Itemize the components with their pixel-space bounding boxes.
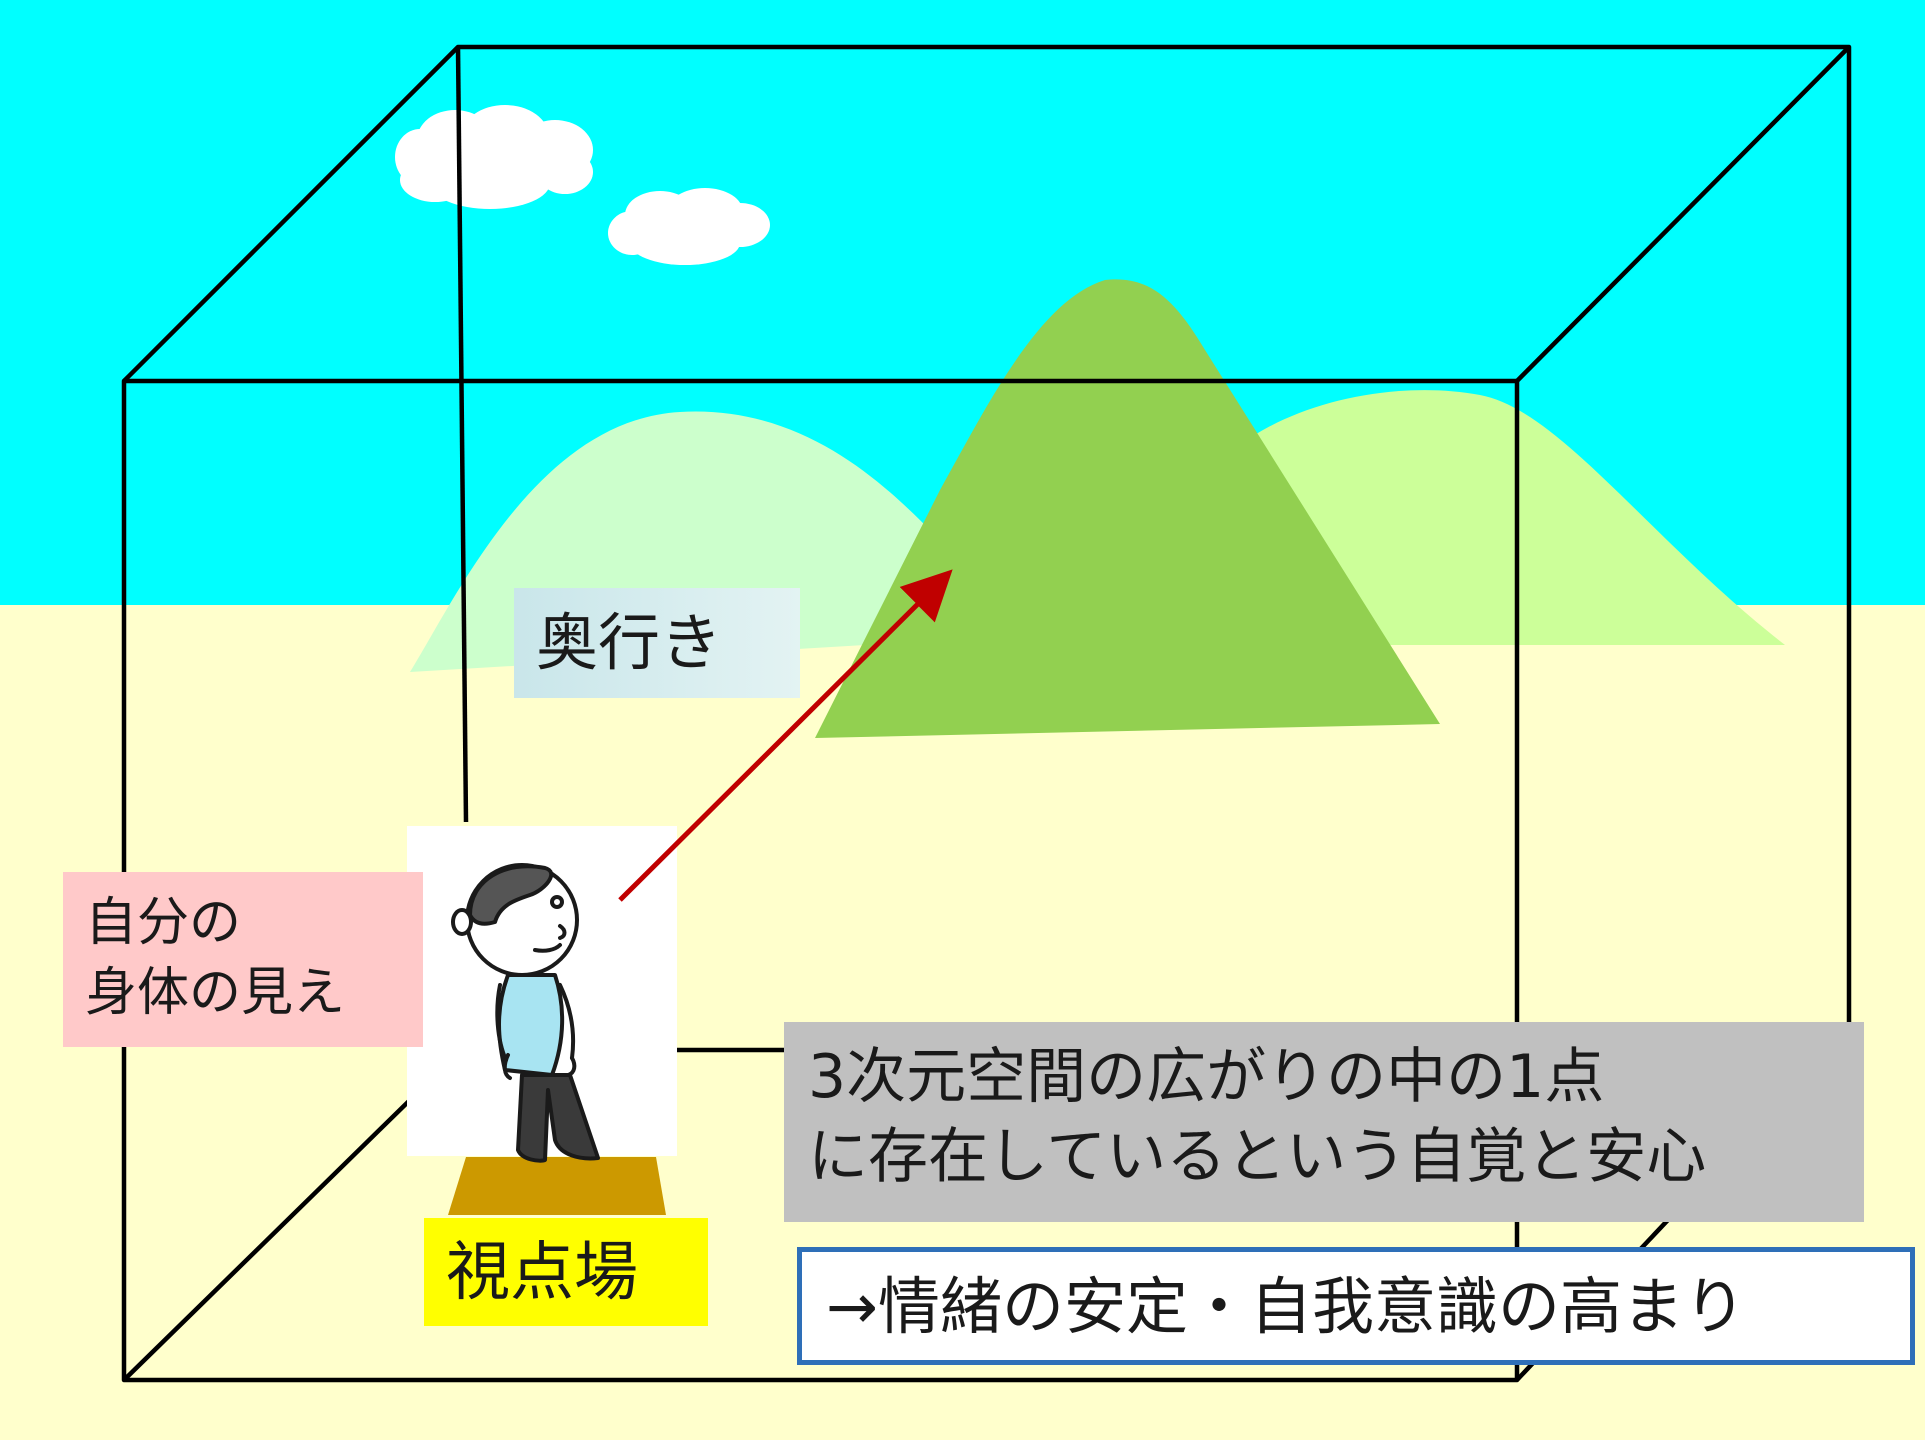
viewpoint-label: 視点場: [424, 1218, 708, 1326]
cloud-icon: [395, 105, 593, 209]
statement-line-2: に存在しているという自覚と安心: [808, 1121, 1707, 1192]
viewpoint-label-text: 視点場: [446, 1236, 638, 1310]
conclusion-box: →情緒の安定・自我意識の高まり: [797, 1247, 1915, 1365]
standing-person-sketch-icon: [451, 863, 600, 1163]
statement-box: 3次元空間の広がりの中の1点 に存在しているという自覚と安心: [784, 1022, 1864, 1222]
statement-line-1: 3次元空間の広がりの中の1点: [808, 1042, 1605, 1112]
depth-arrow: [618, 569, 953, 902]
depth-label-text: 奥行き: [536, 606, 723, 679]
viewpoint-platform: [448, 1157, 666, 1215]
cloud-icon: [608, 188, 770, 265]
body-view-label-line-1: 自分の: [85, 893, 242, 953]
depth-label: 奥行き: [514, 588, 800, 698]
conclusion-text: →情緒の安定・自我意識の高まり: [826, 1270, 1746, 1343]
mountain-front: [815, 279, 1440, 738]
body-view-label-line-2: 身体の見え: [85, 963, 346, 1024]
body-view-label: 自分の 身体の見え: [63, 872, 423, 1047]
